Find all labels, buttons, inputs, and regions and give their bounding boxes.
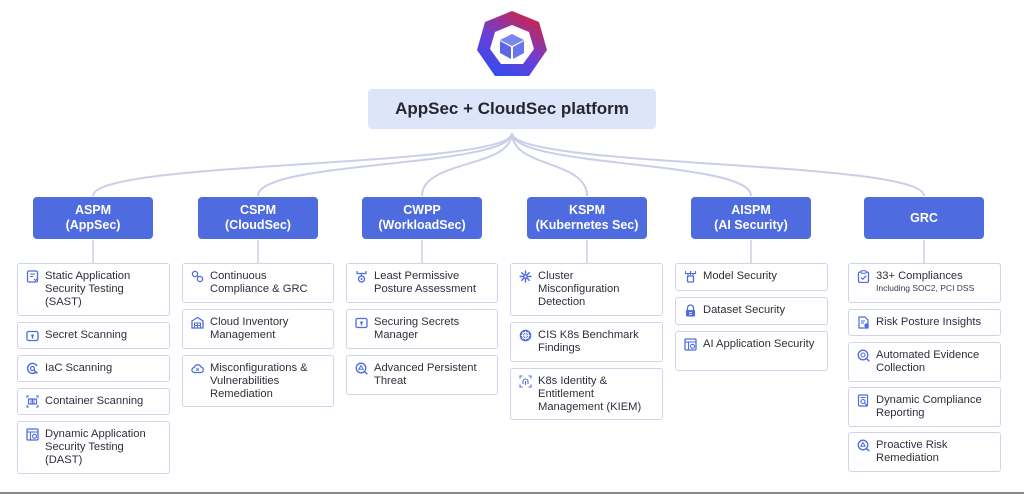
card-advanced-persistent-threat: Advanced Persistent Threat	[346, 355, 498, 395]
column-header-cwpp: CWPP (WorkloadSec)	[362, 197, 482, 239]
column-subtitle: (WorkloadSec)	[378, 218, 466, 232]
connector-to-column-5	[511, 132, 925, 197]
card-label: Model Security	[703, 270, 777, 282]
secret-folder-icon	[355, 317, 368, 329]
column-subtitle: (Kubernetes Sec)	[535, 218, 639, 232]
threat-search-icon	[355, 362, 368, 375]
column-header-grc: GRC	[864, 197, 984, 239]
card-automated-evidence: Automated Evidence Collection	[848, 342, 1001, 382]
column-name: CWPP	[403, 203, 441, 217]
report-search-icon	[857, 394, 869, 407]
card-label: 33+ Compliances	[876, 270, 963, 282]
card-label: Continuous Compliance & GRC	[210, 270, 308, 295]
card-sublabel: Including SOC2, PCI DSS	[876, 283, 975, 293]
card-dynamic-compliance-reporting: Dynamic Compliance Reporting	[848, 387, 1001, 427]
column-subtitle: (CloudSec)	[225, 218, 291, 232]
cloud-alert-icon	[191, 364, 204, 374]
card-label: K8s Identity & Entitlement Management (K…	[538, 375, 642, 413]
iac-scan-icon	[26, 362, 38, 375]
column-name: GRC	[910, 210, 938, 225]
column-name: KSPM	[568, 203, 606, 217]
card-label: Least Permissive Posture Assessment	[374, 270, 476, 295]
connector-to-column-1	[257, 132, 513, 197]
card-label: Automated Evidence Collection	[876, 349, 980, 374]
column-header-aispm: AISPM (AI Security)	[691, 197, 811, 239]
lock-icon	[686, 304, 695, 317]
platform-title: AppSec + CloudSec platform	[368, 89, 656, 129]
evidence-search-icon	[857, 349, 870, 362]
card-ai-application-security: AI Application Security	[675, 331, 828, 371]
code-document-icon	[26, 270, 39, 283]
column-header-cspm: CSPM (CloudSec)	[198, 197, 318, 239]
app-window-icon	[26, 428, 39, 441]
secret-folder-icon	[26, 330, 39, 342]
card-label: AI Application Security	[703, 338, 815, 350]
card-secret-scanning: Secret Scanning	[17, 322, 170, 349]
k8s-wheel-icon	[519, 329, 532, 342]
card-label: Cluster Misconfiguration Detection	[538, 270, 620, 308]
card-cluster-misconfiguration: Cluster Misconfiguration Detection	[510, 263, 663, 316]
column-subtitle: (AI Security)	[714, 218, 788, 232]
card-label: Secret Scanning	[45, 329, 128, 341]
fingerprint-scan-icon	[519, 375, 532, 388]
card-cis-k8s-benchmark: CIS K8s Benchmark Findings	[510, 322, 663, 362]
inventory-building-icon	[191, 316, 204, 329]
network-shield-icon	[356, 271, 367, 283]
card-label: Dynamic Application Security Testing (DA…	[45, 428, 146, 466]
card-dataset-security: Dataset Security	[675, 297, 828, 325]
connector-to-column-4	[511, 132, 752, 197]
card-label: Proactive Risk Remediation	[876, 439, 948, 464]
cube-heptagon-logo-icon	[477, 11, 547, 76]
app-window-icon	[684, 338, 697, 351]
column-name: AISPM	[731, 203, 771, 217]
card-secrets-manager: Securing Secrets Manager	[346, 309, 498, 349]
card-label: Misconfigurations & Vulnerabilities Reme…	[210, 362, 308, 400]
bottom-divider	[0, 492, 1024, 494]
card-model-security: Model Security	[675, 263, 828, 291]
card-least-permissive: Least Permissive Posture Assessment	[346, 263, 498, 303]
card-label: Dataset Security	[703, 304, 786, 316]
card-label: IaC Scanning	[45, 362, 113, 374]
clipboard-check-icon	[857, 270, 870, 283]
cluster-icon	[519, 270, 532, 283]
report-user-icon	[858, 316, 869, 329]
card-label: Dynamic Compliance Reporting	[876, 394, 982, 419]
card-misconfigurations: Misconfigurations & Vulnerabilities Reme…	[182, 355, 334, 407]
card-label: Securing Secrets Manager	[374, 316, 460, 341]
card-sast: Static Application Security Testing (SAS…	[17, 263, 170, 316]
card-label: Risk Posture Insights	[876, 316, 982, 328]
card-label: Advanced Persistent Threat	[374, 362, 477, 387]
connector-to-column-0	[92, 132, 513, 197]
card-proactive-risk-remediation: Proactive Risk Remediation	[848, 432, 1001, 472]
connector-to-column-2	[421, 132, 513, 197]
column-subtitle: (AppSec)	[65, 218, 121, 232]
card-continuous-compliance: Continuous Compliance & GRC	[182, 263, 334, 303]
threat-search-icon	[857, 439, 870, 452]
card-container-scanning: Container Scanning	[17, 388, 170, 415]
card-dast: Dynamic Application Security Testing (DA…	[17, 421, 170, 474]
column-name: CSPM	[239, 203, 277, 217]
column-name: ASPM	[74, 203, 112, 217]
compliance-loop-icon	[191, 270, 204, 283]
card-label: Cloud Inventory Management	[210, 316, 289, 341]
connector-to-column-3	[511, 132, 588, 197]
model-network-icon	[684, 271, 697, 283]
card-cloud-inventory: Cloud Inventory Management	[182, 309, 334, 349]
container-icon	[26, 395, 39, 408]
card-risk-posture-insights: Risk Posture Insights	[848, 309, 1001, 336]
column-header-aspm: ASPM (AppSec)	[33, 197, 153, 239]
card-kiem: K8s Identity & Entitlement Management (K…	[510, 368, 663, 420]
card-iac-scanning: IaC Scanning	[17, 355, 170, 382]
card-label: CIS K8s Benchmark Findings	[538, 329, 639, 354]
card-label: Static Application Security Testing (SAS…	[45, 270, 131, 308]
column-header-kspm: KSPM (Kubernetes Sec)	[527, 197, 647, 239]
card-label: Container Scanning	[45, 395, 144, 407]
card-compliances: 33+ Compliances Including SOC2, PCI DSS	[848, 263, 1001, 303]
